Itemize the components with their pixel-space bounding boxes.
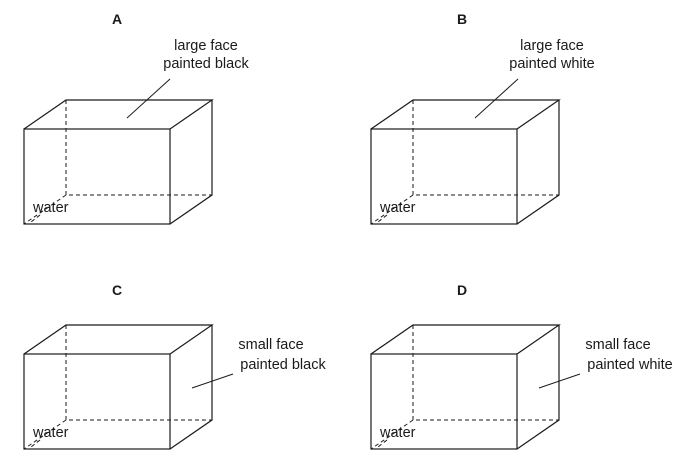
annotation-line-1: large face [520, 38, 584, 54]
panel-label: B [457, 11, 467, 27]
right-face [516, 100, 560, 225]
panel-c: C small face painted black water [23, 282, 326, 450]
front-face [370, 128, 518, 225]
top-face [370, 324, 561, 355]
panel-d: D small face painted white water [370, 282, 673, 450]
right-face [169, 325, 213, 450]
right-face [516, 325, 560, 450]
top-face [23, 324, 214, 355]
panel-label: A [112, 11, 122, 27]
top-face [370, 99, 561, 130]
front-face [23, 128, 171, 225]
tank-box [370, 324, 561, 450]
panel-b: B large face painted white water [370, 11, 595, 225]
front-face [23, 353, 171, 450]
hidden-edges [412, 325, 559, 421]
hidden-edges [65, 325, 212, 421]
water-label: water [32, 200, 69, 216]
annotation-line-2: painted black [240, 357, 326, 373]
annotation-line-2: painted white [509, 56, 594, 72]
top-face [23, 99, 214, 130]
hidden-edge-diagonal [23, 419, 67, 450]
right-face [169, 100, 213, 225]
panel-a: A large face painted black water [23, 11, 249, 225]
front-face [370, 353, 518, 450]
tank-box [23, 324, 214, 450]
annotation-leader [191, 373, 234, 389]
panel-label: D [457, 282, 467, 298]
water-leader [377, 214, 388, 223]
water-leader [30, 214, 41, 223]
water-label: water [32, 425, 69, 441]
annotation-leader [474, 78, 519, 119]
water-leader [30, 439, 41, 448]
water-label: water [379, 200, 416, 216]
panel-label: C [112, 282, 122, 298]
hidden-edges [412, 100, 559, 196]
annotation-line-1: small face [585, 337, 650, 353]
hidden-edges [65, 100, 212, 196]
annotation-leader [538, 373, 581, 389]
annotation-line-2: painted white [587, 357, 672, 373]
tank-box [370, 99, 561, 225]
annotation-line-2: painted black [163, 56, 249, 72]
annotation-line-1: large face [174, 38, 238, 54]
annotation-line-1: small face [238, 337, 303, 353]
hidden-edge-diagonal [370, 194, 414, 225]
annotation-leader [126, 78, 171, 119]
hidden-edge-diagonal [370, 419, 414, 450]
hidden-edge-diagonal [23, 194, 67, 225]
tank-box [23, 99, 214, 225]
water-label: water [379, 425, 416, 441]
water-leader [377, 439, 388, 448]
